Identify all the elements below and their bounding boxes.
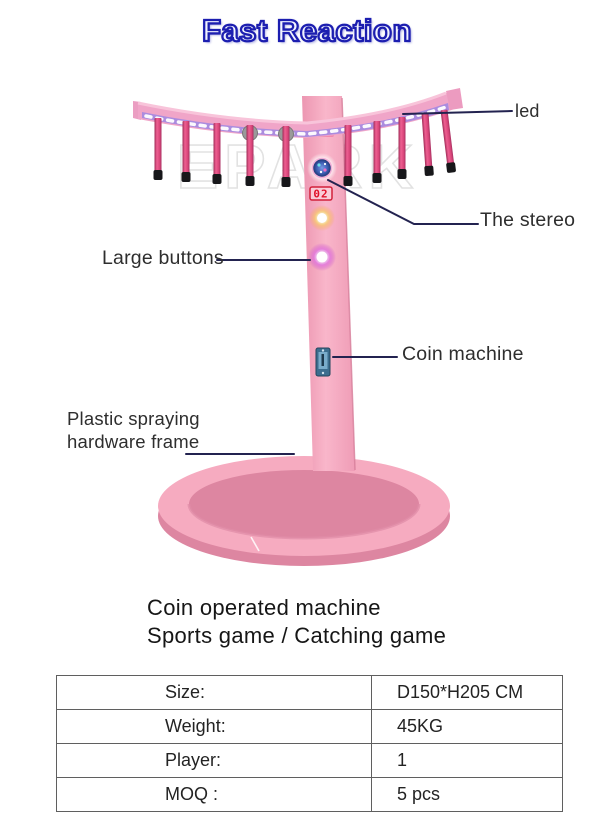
hanging-rod [153, 118, 163, 180]
score-value: 02 [313, 188, 328, 201]
label-stereo: The stereo [480, 209, 576, 231]
hanging-rod [343, 125, 353, 186]
table-row: MOQ : 5 pcs [56, 777, 563, 812]
spec-label: Weight: [56, 709, 372, 744]
caption-line1: Coin operated machine [147, 595, 381, 620]
table-row: Player: 1 [56, 743, 563, 778]
stereo-pointer-line [327, 179, 479, 225]
spec-label: MOQ : [56, 777, 372, 812]
label-large-buttons: Large buttons [102, 247, 224, 269]
hanging-rod [181, 121, 191, 182]
hanging-rod [440, 109, 456, 173]
spec-value: 1 [371, 743, 563, 778]
spec-value: D150*H205 CM [371, 675, 563, 710]
base-ring [157, 455, 450, 566]
button-warm [309, 205, 335, 231]
spec-label: Player: [56, 743, 372, 778]
label-coin-machine: Coin machine [402, 343, 524, 365]
product-caption: Coin operated machine Sports game / Catc… [147, 594, 446, 650]
stereo-ball [307, 153, 337, 183]
table-row: Weight: 45KG [56, 709, 563, 744]
spec-label: Size: [56, 675, 372, 710]
table-row: Size: D150*H205 CM [56, 675, 563, 710]
annotation-lines [185, 110, 513, 455]
beam-right-cap [446, 88, 463, 110]
page-title: Fast Reaction [201, 12, 413, 49]
hanging-rod [245, 125, 255, 186]
hanging-rod [281, 126, 291, 187]
caption-line2: Sports game / Catching game [147, 623, 447, 648]
hanging-rod [397, 117, 407, 179]
spec-value: 5 pcs [371, 777, 563, 812]
hanging-rod [212, 123, 222, 184]
ring-seam [250, 536, 260, 552]
coin-acceptor [315, 347, 331, 377]
label-frame-line2: hardware frame [67, 431, 200, 452]
machine-figure: EPARK [0, 88, 614, 568]
label-frame: Plastic spraying hardware frame [67, 407, 200, 453]
label-frame-line1: Plastic spraying [67, 408, 200, 429]
label-led: led [515, 101, 540, 121]
led-pointer-line [402, 110, 513, 115]
hanging-rods [153, 109, 456, 187]
hanging-rod [421, 112, 434, 177]
score-display: 02 [309, 186, 333, 201]
watermark: EPARK [177, 133, 419, 202]
spec-value: 45KG [371, 709, 563, 744]
machine-illustration: EPARK [133, 88, 513, 566]
button-magenta [308, 243, 336, 271]
spec-table: Size: D150*H205 CM Weight: 45KG Player: … [56, 675, 563, 812]
led-lights [144, 105, 448, 136]
hanging-rod [372, 121, 382, 183]
